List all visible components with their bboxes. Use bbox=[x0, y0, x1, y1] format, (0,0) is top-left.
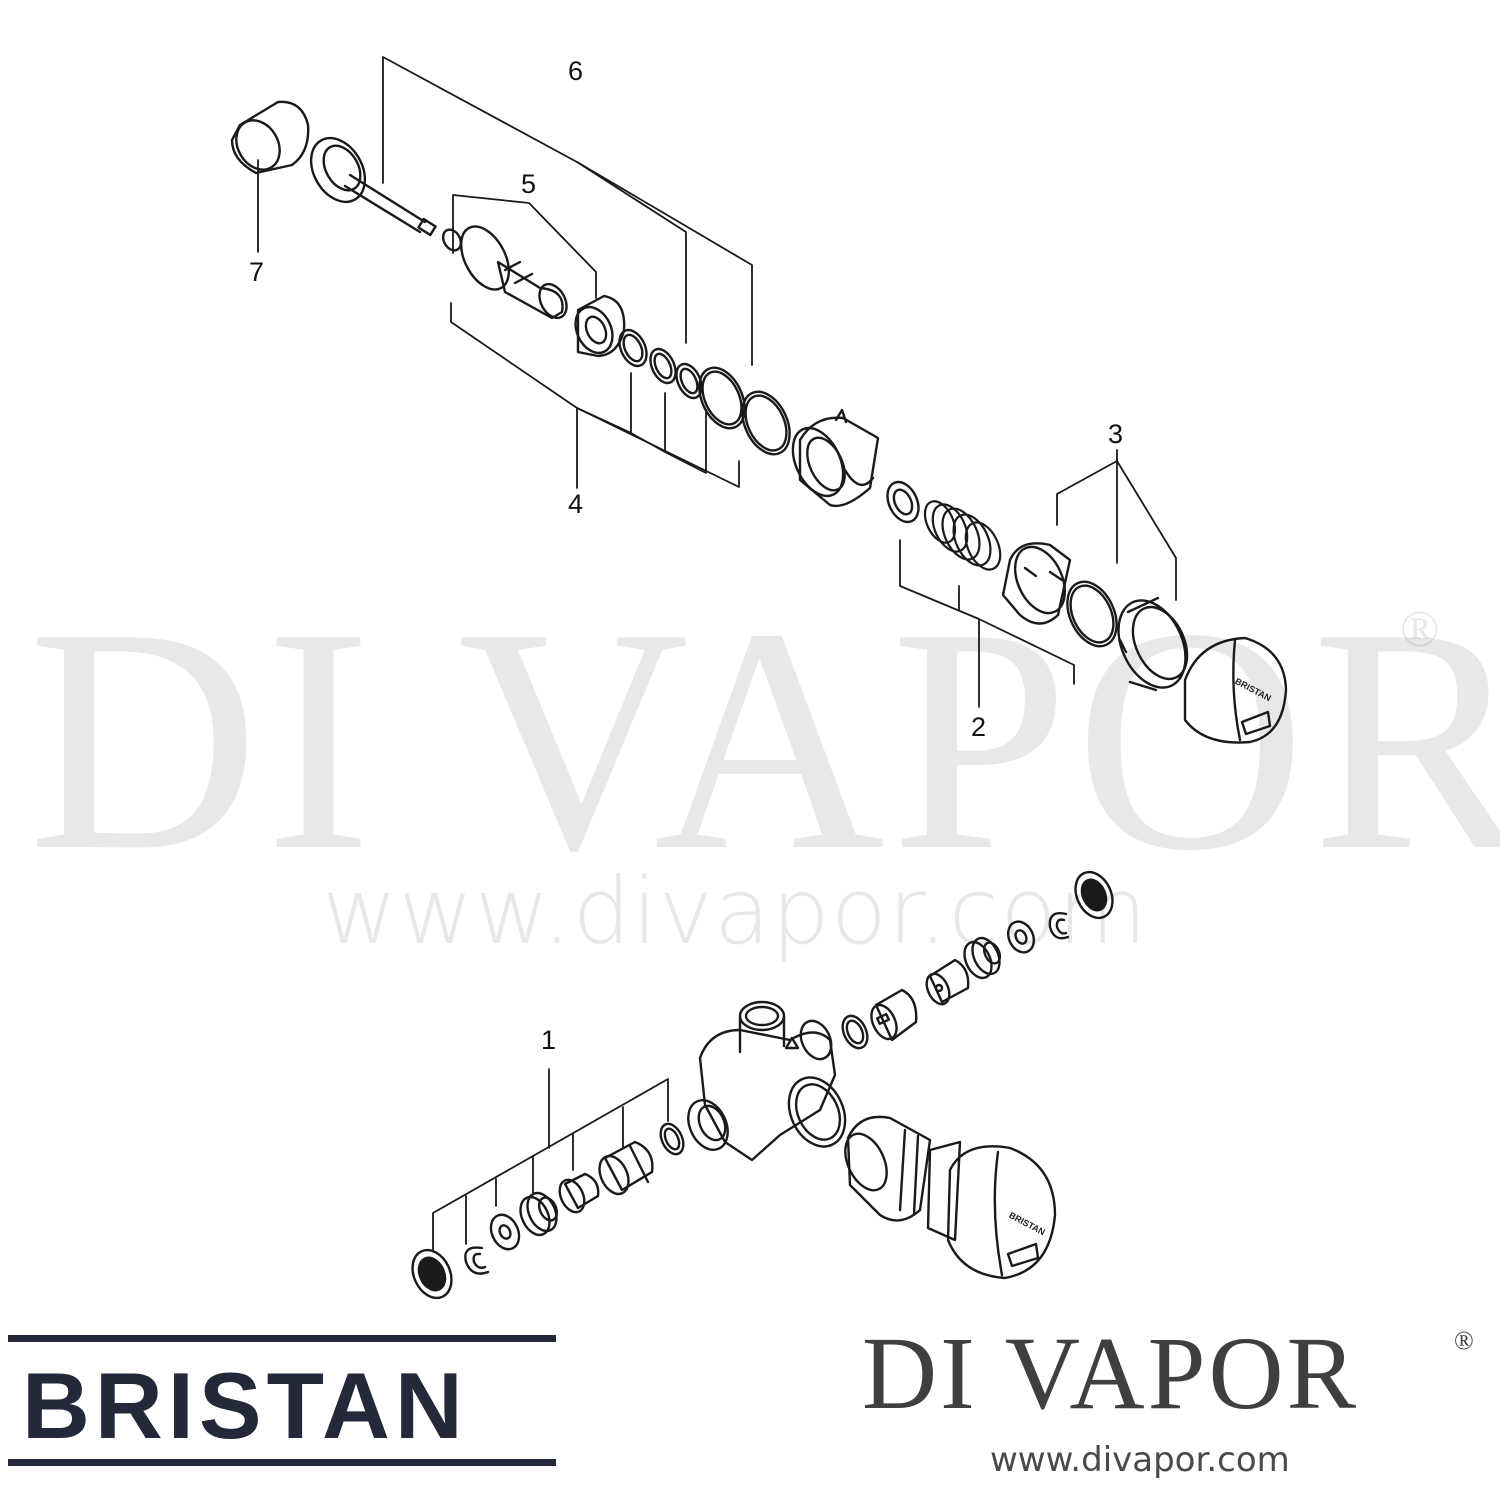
divapor-logo: DI VAPOR ® www.divapor.com bbox=[862, 1316, 1474, 1481]
end-cap-left bbox=[411, 1248, 453, 1300]
washer bbox=[886, 480, 920, 524]
union-left bbox=[598, 1140, 654, 1196]
thermostat-body bbox=[791, 408, 880, 508]
washer-left bbox=[489, 1213, 521, 1251]
filter-left bbox=[519, 1191, 559, 1237]
callout-number-1: 1 bbox=[541, 1025, 557, 1055]
valve-body bbox=[687, 1000, 847, 1162]
o-ring-lower-left bbox=[659, 1122, 685, 1156]
logo-rule-top bbox=[8, 1335, 556, 1342]
check-valve-left bbox=[558, 1172, 600, 1214]
spindle-assembly bbox=[309, 137, 463, 252]
leader-lines bbox=[257, 56, 1177, 1251]
circlip-left bbox=[464, 1246, 490, 1275]
callout-number-4: 4 bbox=[568, 489, 584, 519]
filter-right bbox=[963, 936, 1002, 980]
check-valve-right bbox=[925, 958, 970, 1006]
callout-number-6: 6 bbox=[568, 56, 584, 86]
washer-right bbox=[1006, 920, 1036, 954]
clip-ring bbox=[1001, 542, 1072, 625]
union-right bbox=[870, 988, 918, 1042]
cartridge-head bbox=[459, 225, 568, 320]
watermark-url: www.divapor.com bbox=[322, 858, 1149, 965]
o-ring-lower-right bbox=[841, 1014, 869, 1050]
bristan-wordmark: BRISTAN bbox=[22, 1353, 468, 1458]
watermark-registered-mark: ® bbox=[1400, 601, 1440, 658]
callout-number-2: 2 bbox=[971, 712, 987, 742]
callout-number-5: 5 bbox=[521, 169, 537, 199]
locknut bbox=[1117, 596, 1189, 692]
callout-number-3: 3 bbox=[1108, 419, 1124, 449]
o-ring-large bbox=[1066, 580, 1118, 648]
control-knob-lower bbox=[946, 1145, 1057, 1280]
spring bbox=[923, 500, 1002, 571]
cartridge-sleeve bbox=[574, 294, 626, 358]
divapor-wordmark: DI VAPOR bbox=[862, 1316, 1359, 1431]
o-rings-upper bbox=[618, 328, 791, 456]
end-cap-right bbox=[1074, 870, 1114, 920]
assembled-cartridge bbox=[844, 1115, 962, 1242]
bristan-logo: BRISTAN bbox=[8, 1335, 556, 1467]
circlip-right bbox=[1048, 912, 1070, 940]
end-cap bbox=[230, 100, 310, 175]
divapor-url: www.divapor.com bbox=[990, 1440, 1290, 1480]
divapor-registered-mark: ® bbox=[1454, 1326, 1474, 1355]
control-knob-upper bbox=[1183, 636, 1288, 744]
callout-number-7: 7 bbox=[249, 257, 265, 287]
logo-rule-bottom bbox=[8, 1459, 556, 1466]
